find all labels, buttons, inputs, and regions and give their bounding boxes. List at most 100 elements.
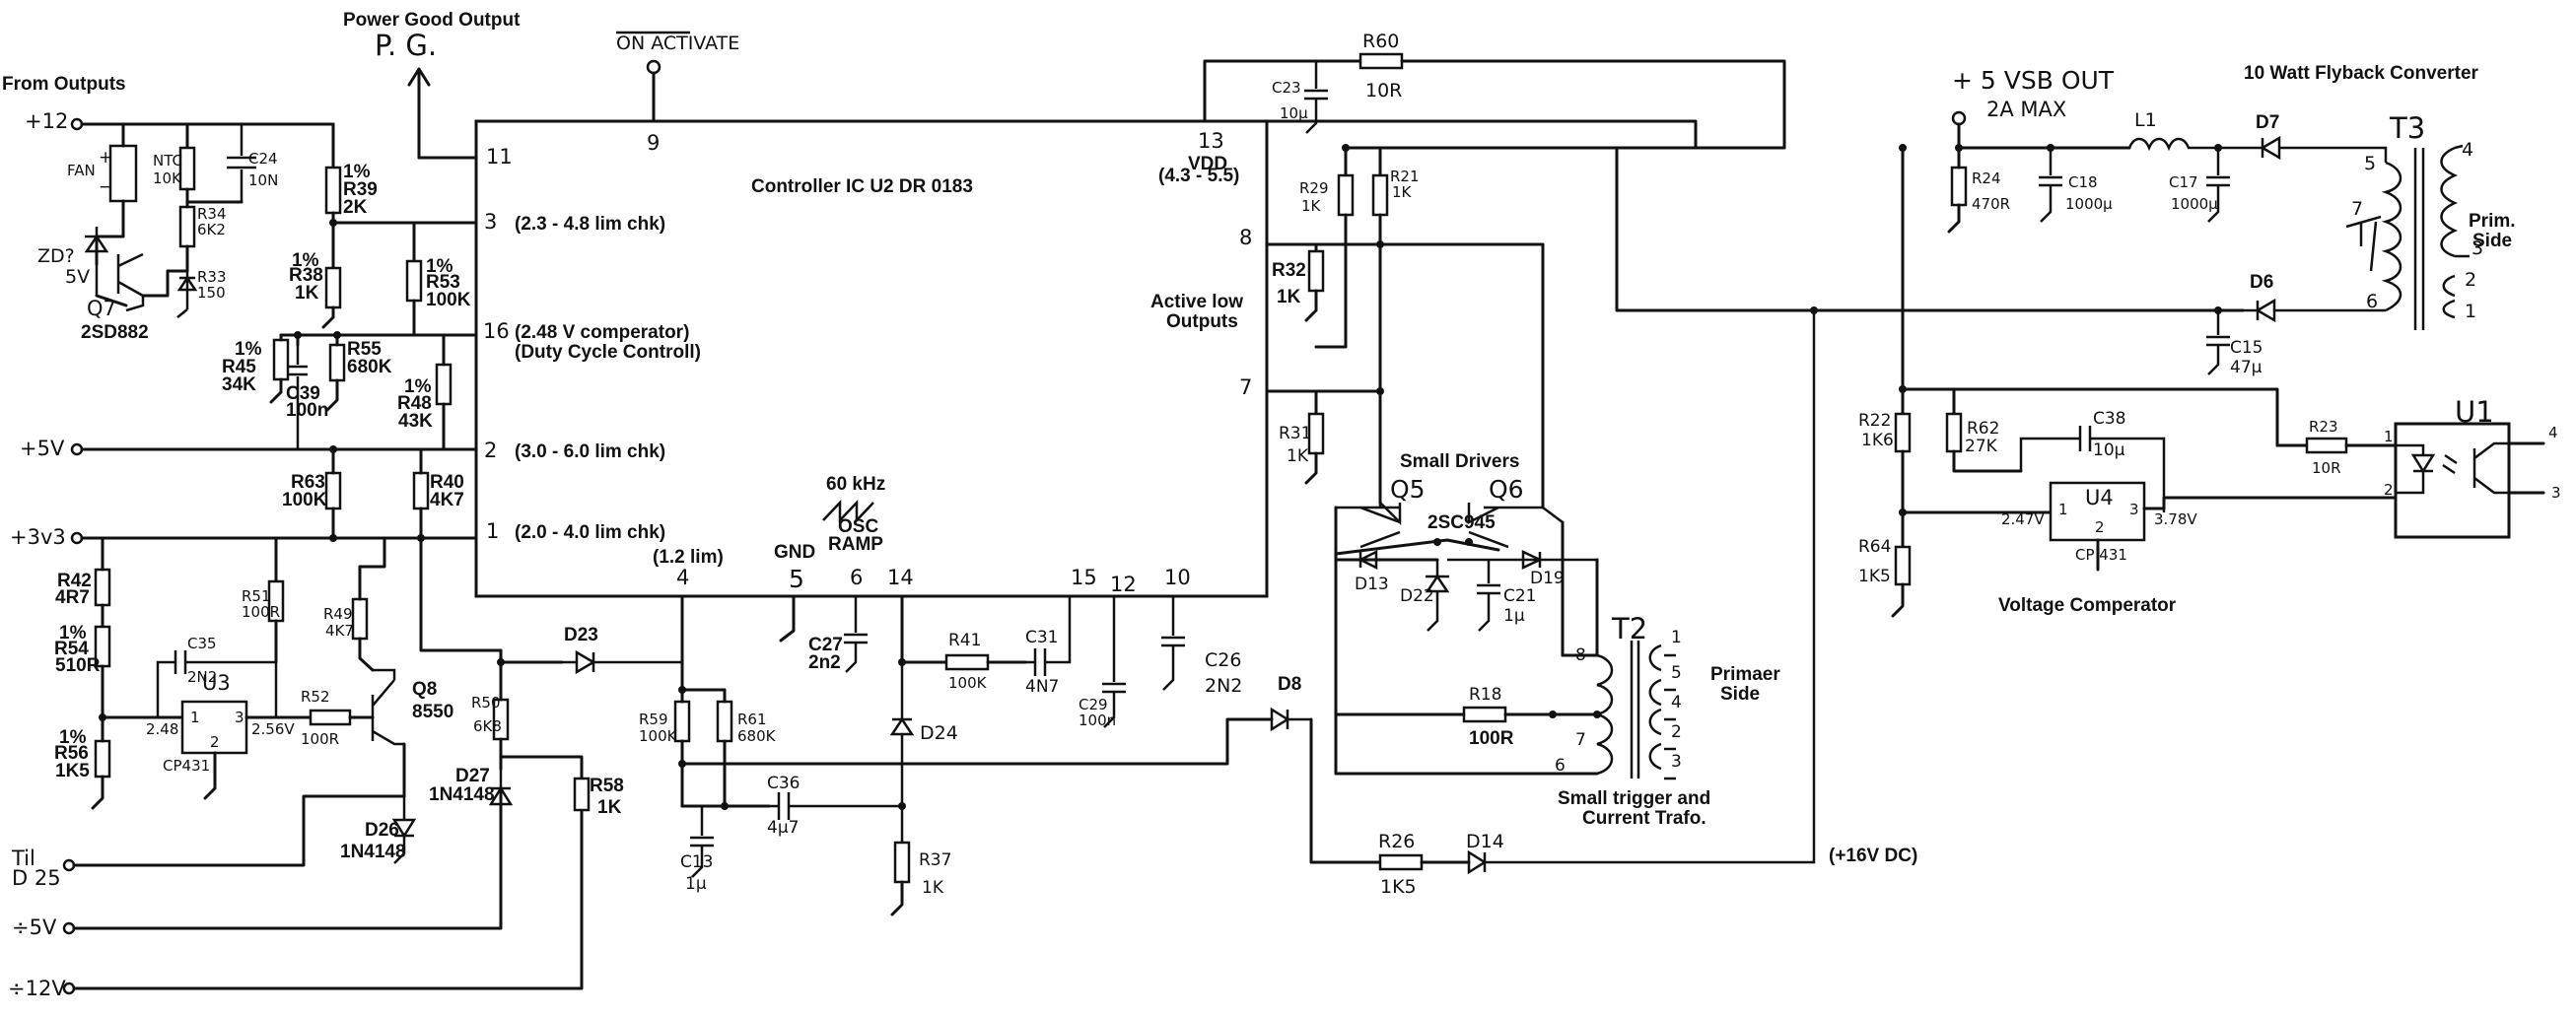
svg-text:5: 5 [1671,663,1682,683]
pin-2: 2 [484,439,497,462]
r64-resistor [1894,545,1912,586]
svg-text:U3: U3 [202,671,231,695]
r18-resistor [1462,706,1507,723]
svg-text:R49: R49 [323,605,353,623]
r45-resistor [272,338,290,381]
svg-text:2: 2 [2384,481,2394,499]
r24-resistor [1950,166,1968,207]
r60-resistor [1358,52,1404,70]
svg-text:100R: 100R [1469,728,1514,749]
svg-text:CP431: CP431 [163,757,210,775]
c21-capacitor [1477,560,1500,632]
svg-text:1%: 1% [426,256,453,277]
svg-text:R53: R53 [426,272,460,293]
svg-text:1000µ: 1000µ [2171,195,2218,213]
svg-text:D24: D24 [920,722,958,744]
l1-inductor [2127,137,2218,152]
svg-text:100K: 100K [639,727,678,745]
svg-text:R61: R61 [737,711,767,728]
c17-capacitor [2206,148,2230,223]
r42-resistor [94,568,111,607]
vdd-range-label: (4.3 - 5.5) [1158,166,1239,186]
r48-resistor [435,363,453,406]
svg-text:100R: 100R [242,603,280,621]
pin-2-desc: (3.0 - 6.0 lim chk) [515,441,665,462]
svg-text:10R: 10R [1365,80,1402,102]
svg-text:6K2: 6K2 [197,221,226,238]
small-drivers-heading: Small Drivers [1400,451,1519,472]
svg-text:2K: 2K [343,197,368,218]
svg-text:R45: R45 [222,357,256,377]
svg-text:100K: 100K [948,674,988,692]
d19-diode [1447,550,1599,572]
d6-diode [2243,298,2386,323]
t2-transformer [1596,641,1640,779]
svg-text:510R: 510R [55,655,101,676]
pin-12: 12 [1110,573,1137,596]
pin-10: 10 [1164,566,1191,589]
svg-text:D27: D27 [455,766,490,786]
outputs-label: Outputs [1166,311,1238,332]
svg-text:3: 3 [2551,484,2561,502]
c27-capacitor [844,596,868,673]
svg-text:27K: 27K [1965,437,1998,456]
d27-diode [488,769,514,806]
svg-text:1%: 1% [404,376,432,397]
plus16v-label: (+16V DC) [1829,846,1917,866]
svg-text:C21: C21 [1503,586,1537,606]
r58-resistor [573,777,591,812]
svg-text:R48: R48 [397,393,432,414]
d7-diode [2218,135,2388,163]
r56-resistor [94,739,111,779]
svg-text:C35: C35 [187,635,217,652]
d8-diode [1270,707,1311,732]
flyback-heading: 10 Watt Flyback Converter [2244,63,2479,84]
svg-text:2.47V: 2.47V [2001,510,2045,528]
svg-text:10N: 10N [248,171,278,189]
svg-text:1K: 1K [1301,197,1322,215]
ntc-thermistor [178,146,196,191]
d22-zener [1425,560,1450,632]
svg-text:R59: R59 [639,711,668,728]
r37-resistor [893,841,911,884]
sawtooth-icon [822,499,874,524]
c24-capacitor [227,124,256,202]
pg-arrow-icon [407,67,431,160]
r49-resistor [351,597,369,641]
svg-text:R33: R33 [197,268,227,286]
svg-text:2.56V: 2.56V [251,720,295,738]
svg-text:43K: 43K [398,411,433,432]
prim-label: Prim. [2469,211,2516,232]
svg-text:1: 1 [1671,628,1682,647]
svg-text:R62: R62 [1967,419,1999,439]
pg-label: P. G. [375,29,437,62]
svg-text:D13: D13 [1355,575,1389,594]
svg-text:8550: 8550 [412,702,453,722]
svg-text:4: 4 [1671,693,1682,712]
r26-resistor [1378,853,1424,871]
svg-text:D19: D19 [1530,569,1565,588]
r23-resistor [2305,437,2348,454]
svg-text:D23: D23 [564,625,598,645]
q8-transistor [371,668,404,746]
vsb-out-label: + 5 VSB OUT [1952,66,2115,95]
r61-resistor [716,700,733,743]
svg-text:6K8: 6K8 [473,717,502,735]
pin-16-desc2: (Duty Cycle Controll) [515,342,701,363]
input-m5v: ÷5V [12,915,57,939]
svg-text:R40: R40 [430,472,464,493]
pin-3-desc: (2.3 - 4.8 lim chk) [515,214,665,235]
r52-resistor [309,709,352,726]
svg-text:R55: R55 [347,339,382,360]
svg-text:NTC: NTC [153,152,182,170]
svg-text:34K: 34K [222,374,256,395]
svg-text:R22: R22 [1858,411,1891,431]
svg-text:2: 2 [2465,269,2476,291]
on-activate-label: ON ACTIVATE [616,33,739,54]
pin-16-desc: (2.48 V comperator) [515,322,689,343]
svg-text:8: 8 [1575,645,1586,665]
u3-regulator [180,700,248,755]
svg-text:1%: 1% [59,623,87,644]
svg-text:U1: U1 [2455,395,2494,429]
vsb-out-terminal [1951,110,1967,126]
